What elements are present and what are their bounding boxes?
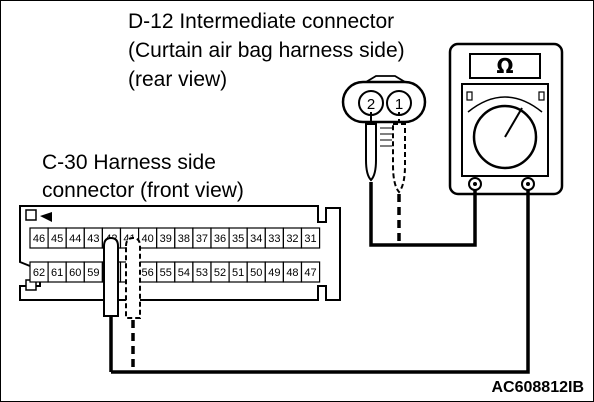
c30-top-pin: 45 — [51, 233, 63, 245]
c30-bottom-pin: 54 — [178, 267, 190, 279]
c30-bottom-pin: 55 — [160, 267, 172, 279]
d12-probe-solid — [365, 112, 377, 182]
test-leads — [111, 182, 530, 374]
c30-title-line1: C-30 Harness side — [42, 151, 216, 174]
d12-pin-2: 2 — [367, 96, 375, 113]
d12-probe-dashed — [392, 112, 406, 194]
c30-bottom-pin: 48 — [286, 267, 298, 279]
c30-top-pin: 35 — [232, 233, 244, 245]
c30-top-pin: 31 — [304, 233, 316, 245]
c30-top-pin: 33 — [268, 233, 280, 245]
c30-top-pin: 40 — [142, 233, 154, 245]
c30-bottom-cell — [300, 261, 321, 283]
d12-connector: 2 1 — [341, 75, 427, 147]
d12-title-line2: (Curtain air bag harness side) — [128, 39, 405, 62]
c30-top-pin: 43 — [87, 233, 99, 245]
c30-bottom-pin: 60 — [69, 267, 81, 279]
c30-bottom-pin: 53 — [196, 267, 208, 279]
c30-bottom-pin: 61 — [51, 267, 63, 279]
c30-bottom-pin: 59 — [87, 267, 99, 279]
c30-top-pin: 44 — [69, 233, 81, 245]
c30-top-pin: 36 — [214, 233, 226, 245]
c30-top-pin: 37 — [196, 233, 208, 245]
c30-pin-row-bottom: 62 61 60 59 56 55 54 53 52 51 50 49 48 47 — [29, 261, 321, 283]
c30-probe-solid — [103, 236, 119, 372]
c30-top-pin: 32 — [286, 233, 298, 245]
c30-bottom-pin: 51 — [232, 267, 244, 279]
c30-bottom-pin: 56 — [142, 267, 154, 279]
d12-title-line3: (rear view) — [128, 68, 227, 91]
c30-top-pin: 38 — [178, 233, 190, 245]
c30-bottom-pin: 52 — [214, 267, 226, 279]
c30-bottom-pin: 47 — [304, 267, 316, 279]
c30-connector: 46454443424140393837363534333231 6261605… — [19, 205, 341, 301]
figure-reference-code: AC608812IB — [492, 379, 585, 396]
c30-top-cell — [300, 227, 321, 249]
ohm-icon: Ω — [496, 54, 513, 78]
c30-top-pin: 39 — [160, 233, 172, 245]
c30-pin-row-top: 46454443424140393837363534333231 — [29, 227, 321, 249]
d12-pin-1: 1 — [395, 96, 403, 113]
ohmmeter: Ω — [448, 42, 564, 196]
c30-probe-dashed — [125, 236, 141, 372]
c30-title-line2: connector (front view) — [42, 179, 244, 202]
c30-bottom-pin: 62 — [33, 267, 45, 279]
c30-top-pin: 46 — [33, 233, 45, 245]
c30-top-pin: 34 — [250, 233, 262, 245]
d12-title-line1: D-12 Intermediate connector — [128, 10, 394, 33]
c30-bottom-pin: 49 — [268, 267, 280, 279]
c30-bottom-pin: 50 — [250, 267, 262, 279]
